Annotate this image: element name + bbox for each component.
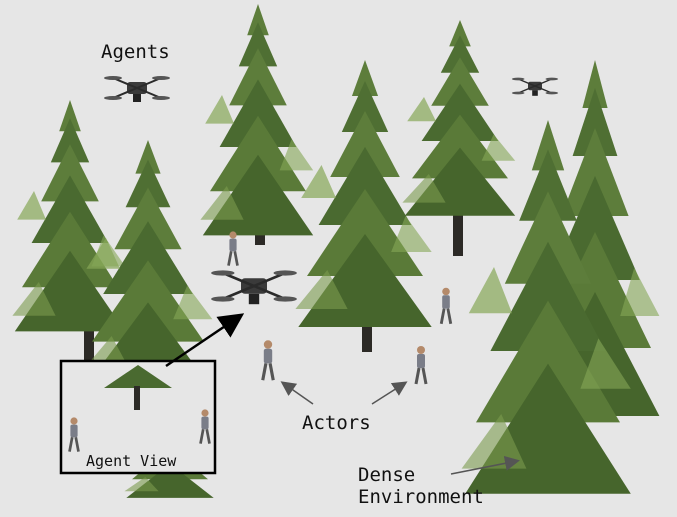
dense-environment-line2: Environment bbox=[358, 486, 484, 508]
dense-environment-line1: Dense bbox=[358, 464, 416, 486]
arrow-icon bbox=[450, 455, 520, 475]
arrow-icon bbox=[280, 381, 314, 405]
agent-view-label: Agent View bbox=[86, 452, 177, 470]
arrow-icon bbox=[165, 313, 245, 368]
actors-label: Actors bbox=[302, 412, 371, 434]
dense-environment-label: Dense Environment bbox=[358, 464, 484, 508]
agents-label: Agents bbox=[101, 41, 170, 63]
agent-view-inset bbox=[59, 359, 217, 475]
arrow-icon bbox=[371, 381, 408, 405]
